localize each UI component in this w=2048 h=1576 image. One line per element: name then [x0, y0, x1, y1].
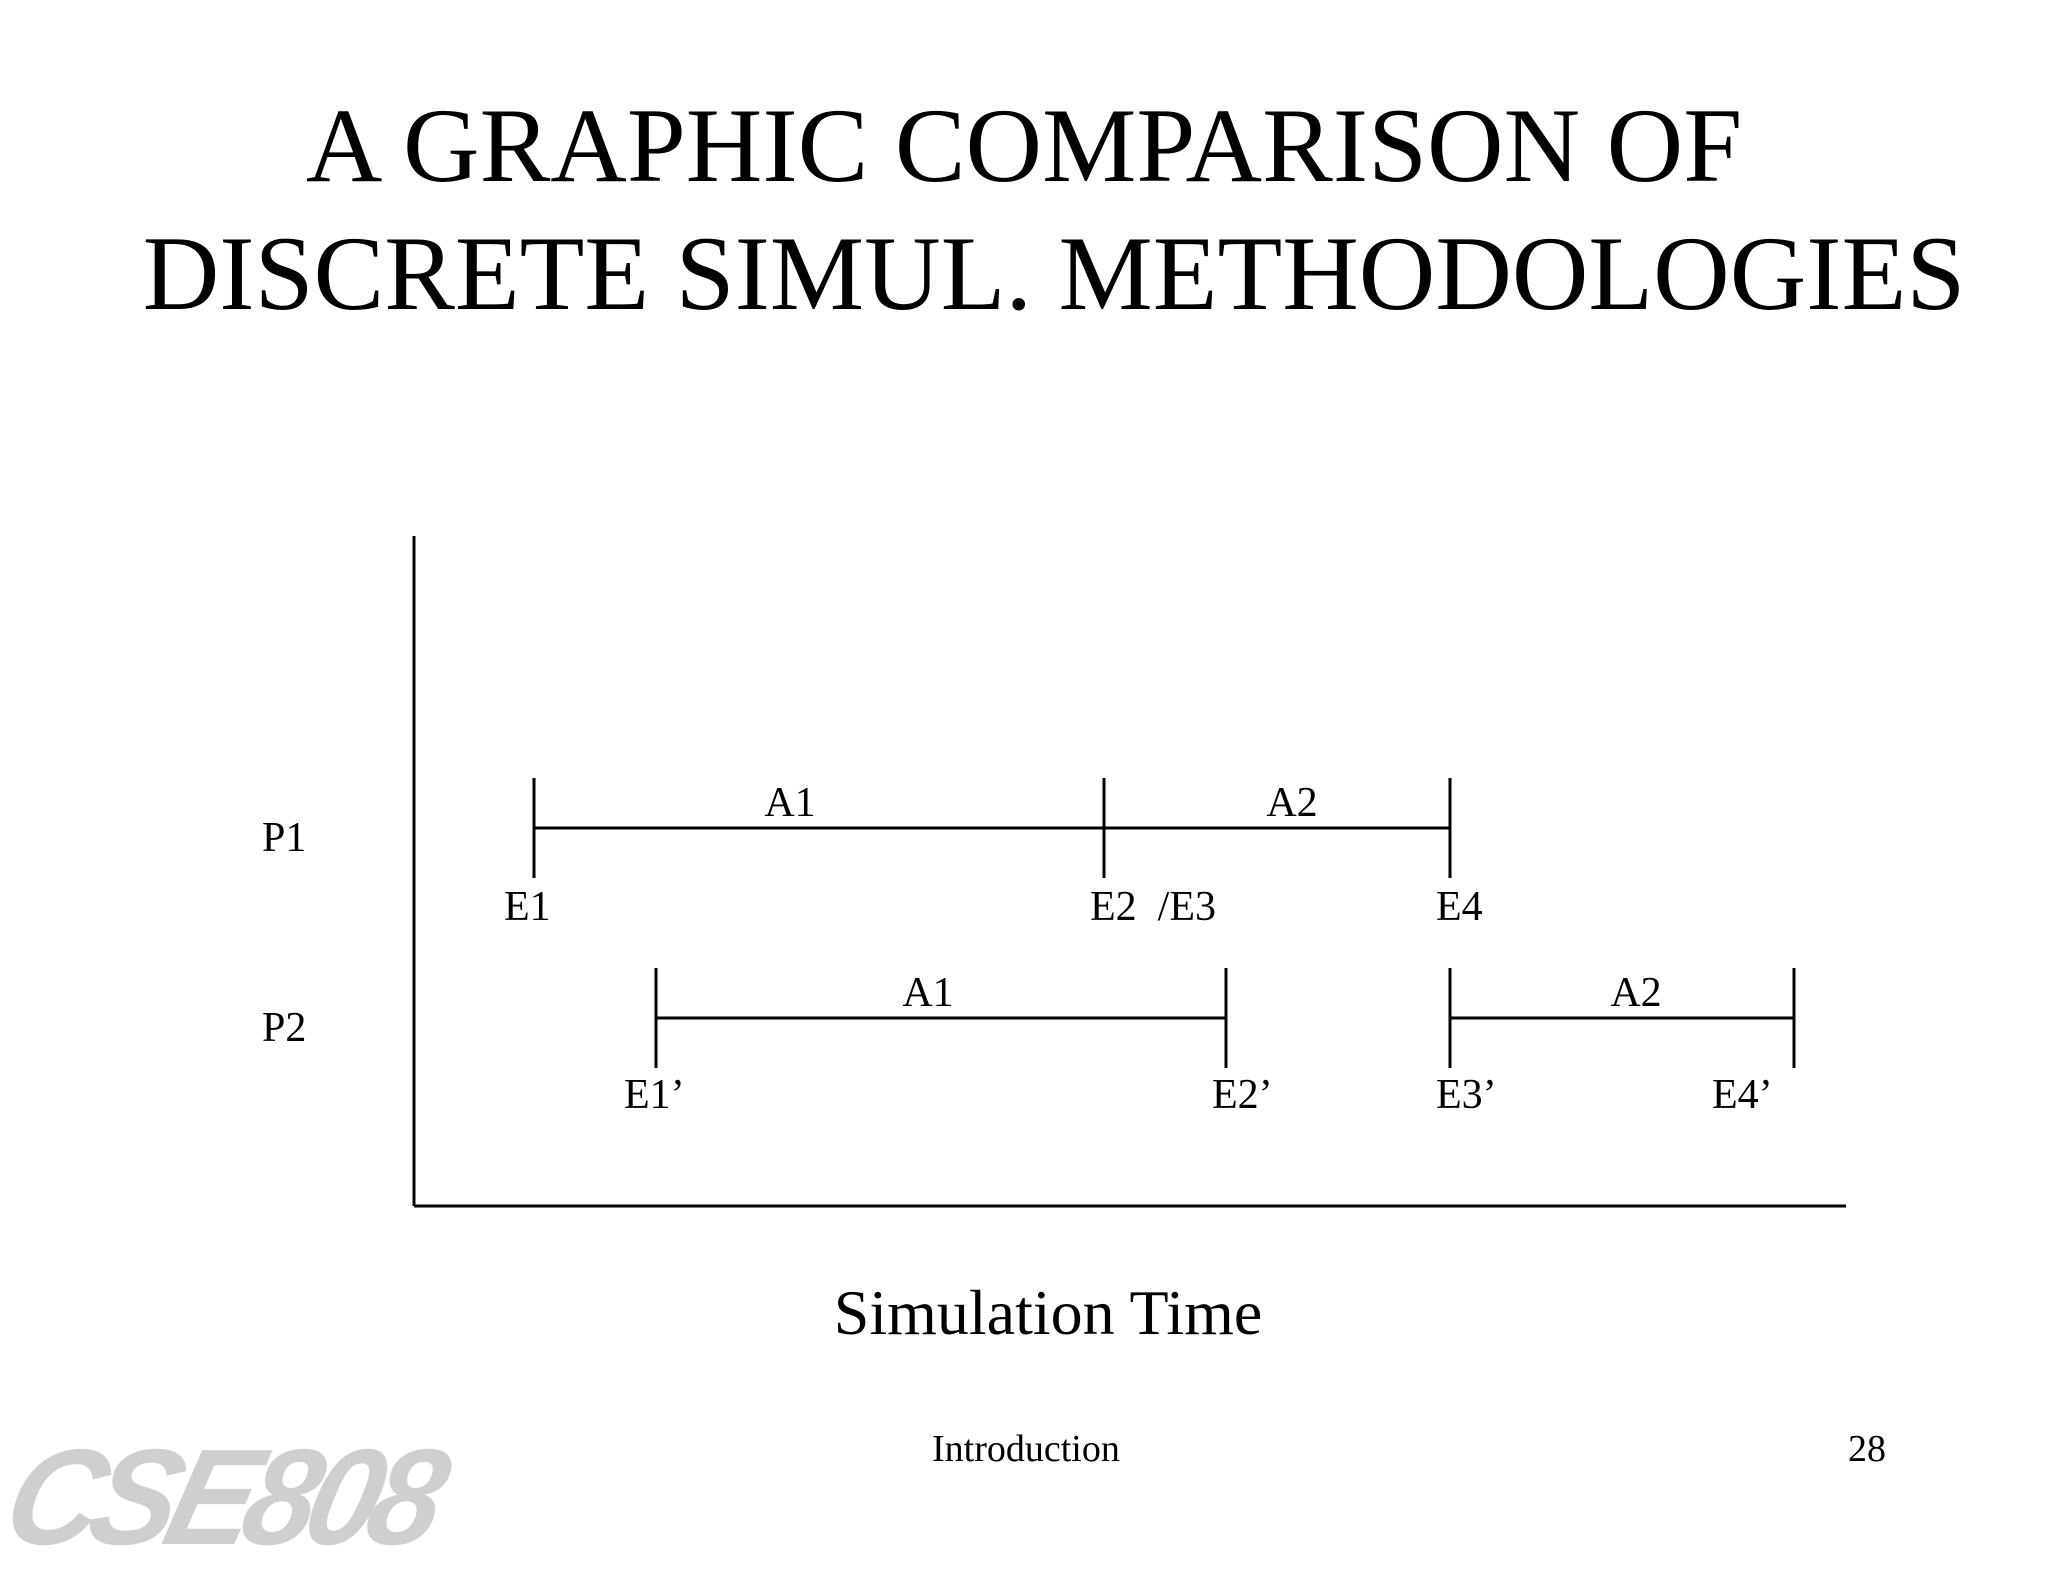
p1-activity-a2: A2: [1266, 780, 1317, 826]
p2-activity-a1: A1: [902, 970, 953, 1016]
timeline-diagram: P1 P2 A1 A2 E1 E2 /E3 E4 A1 A2 E1’ E2’ E…: [262, 536, 1846, 1348]
p2-activity-a2: A2: [1610, 970, 1661, 1016]
slide-title: A GRAPHIC COMPARISON OF DISCRETE SIMUL. …: [0, 82, 2048, 338]
cse808-logo: CSE808: [0, 1420, 454, 1574]
p2-event-e2: E2’: [1212, 1072, 1273, 1118]
p1-event-e4: E4: [1436, 884, 1483, 930]
p1-event-e2-e3: E2 /E3: [1090, 884, 1216, 930]
p1-activity-a1: A1: [764, 780, 815, 826]
p1-event-e1: E1: [504, 884, 551, 930]
row-label-p1: P1: [262, 815, 306, 861]
title-line-1: A GRAPHIC COMPARISON OF: [305, 87, 1743, 204]
footer-section: Introduction: [932, 1428, 1120, 1470]
p2-event-e3: E3’: [1436, 1072, 1497, 1118]
x-axis-label: Simulation Time: [834, 1277, 1263, 1348]
p2-event-e4: E4’: [1712, 1072, 1773, 1118]
title-line-2: DISCRETE SIMUL. METHODOLOGIES: [142, 215, 1966, 332]
row-label-p2: P2: [262, 1005, 306, 1051]
p2-event-e1: E1’: [624, 1072, 685, 1118]
page-number: 28: [1848, 1428, 1886, 1470]
